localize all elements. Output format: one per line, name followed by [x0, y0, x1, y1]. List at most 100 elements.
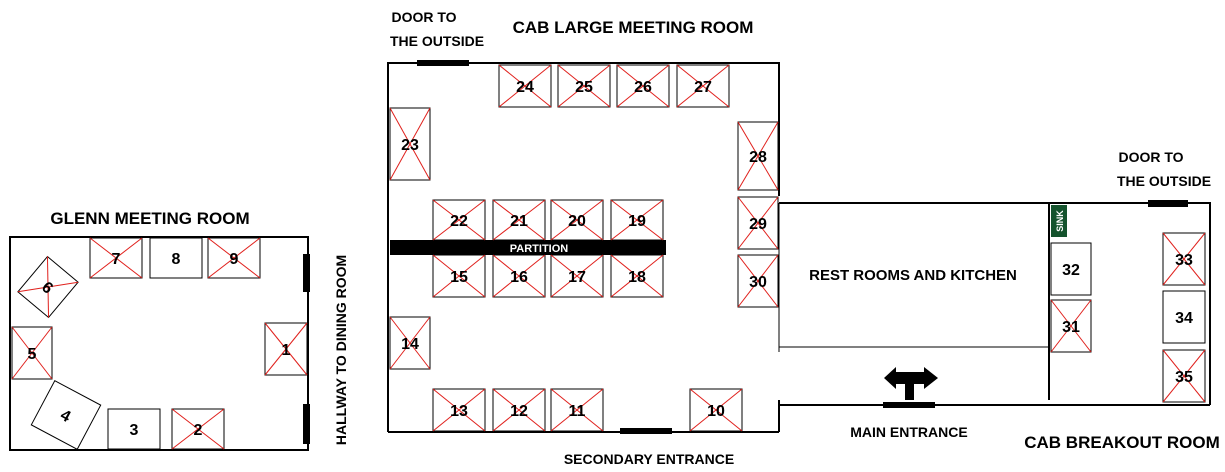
reserved-cross-line — [550, 388, 604, 432]
reserved-cross-line — [1162, 232, 1206, 286]
reserved-cross-line — [737, 196, 779, 250]
station-box — [1050, 242, 1092, 296]
station-box — [107, 408, 161, 450]
main-entrance-label: MAIN ENTRANCE — [850, 424, 967, 440]
station-31[interactable]: 31 — [1050, 299, 1092, 353]
station-11[interactable]: 11 — [550, 388, 604, 432]
station-number: 3 — [130, 422, 139, 439]
hallway-label: HALLWAY TO DINING ROOM — [333, 255, 349, 445]
station-4[interactable]: 4 — [30, 380, 102, 450]
reserved-cross-line — [498, 64, 552, 108]
station-29[interactable]: 29 — [737, 196, 779, 250]
glenn-meeting-room: GLENN MEETING ROOM HALLWAY TO DINING ROO… — [9, 209, 349, 451]
breakout-walls — [1049, 202, 1211, 405]
station-14[interactable]: 14 — [389, 316, 431, 370]
station-15[interactable]: 15 — [432, 254, 486, 298]
station-number: 8 — [172, 251, 181, 268]
station-3[interactable]: 3 — [107, 408, 161, 450]
station-10[interactable]: 10 — [689, 388, 743, 432]
station-33[interactable]: 33 — [1162, 232, 1206, 286]
station-number: 20 — [568, 213, 586, 230]
station-1[interactable]: 1 — [264, 322, 308, 376]
secondary-entrance-label: SECONDARY ENTRANCE — [564, 451, 734, 467]
station-7[interactable]: 7 — [89, 237, 143, 279]
station-number: 1 — [282, 342, 291, 359]
station-number: 9 — [230, 251, 239, 268]
station-30[interactable]: 30 — [737, 254, 779, 308]
station-number: 24 — [516, 79, 534, 96]
station-17[interactable]: 17 — [550, 254, 604, 298]
station-number: 7 — [112, 251, 121, 268]
station-number: 31 — [1062, 319, 1080, 336]
station-number: 33 — [1175, 252, 1193, 269]
station-number: 10 — [707, 403, 725, 420]
station-number: 21 — [510, 213, 528, 230]
door-outside-2-line2: THE OUTSIDE — [1117, 173, 1211, 189]
station-16[interactable]: 16 — [492, 254, 546, 298]
door-outside-1-line1: DOOR TO — [391, 9, 456, 25]
split-arrow-icon — [884, 367, 938, 400]
reserved-cross-line — [557, 64, 611, 108]
outside-door-2[interactable] — [1148, 200, 1188, 207]
reserved-cross-line — [11, 326, 53, 380]
cab-large-meeting-room: CAB LARGE MEETING ROOM DOOR TO THE OUTSI… — [387, 9, 780, 467]
cab-large-walls-top — [387, 62, 780, 432]
station-8[interactable]: 8 — [149, 237, 203, 279]
door-outside-1-line2: THE OUTSIDE — [390, 33, 484, 49]
reserved-cross-line — [610, 199, 664, 241]
kitchen-walls — [779, 202, 1050, 400]
reserved-cross-line — [207, 237, 261, 279]
station-number: 23 — [401, 137, 419, 154]
reserved-cross-line — [432, 254, 486, 298]
reserved-cross-line — [737, 254, 779, 308]
station-28[interactable]: 28 — [737, 121, 779, 191]
station-22[interactable]: 22 — [432, 199, 486, 241]
station-5[interactable]: 5 — [11, 326, 53, 380]
partition-label: PARTITION — [510, 243, 569, 255]
station-32[interactable]: 32 — [1050, 242, 1092, 296]
station-23[interactable]: 23 — [389, 107, 431, 181]
station-24[interactable]: 24 — [498, 64, 552, 108]
station-number: 26 — [634, 79, 652, 96]
main-entrance-door[interactable] — [883, 402, 935, 408]
reserved-cross-line — [616, 64, 670, 108]
station-35[interactable]: 35 — [1162, 349, 1206, 403]
station-13[interactable]: 13 — [432, 388, 486, 432]
reserved-cross-line — [89, 237, 143, 279]
reserved-cross-line — [389, 107, 431, 181]
station-6[interactable]: 6 — [17, 255, 79, 319]
cab-large-room-title: CAB LARGE MEETING ROOM — [513, 18, 754, 37]
station-number: 17 — [568, 269, 586, 286]
station-12[interactable]: 12 — [492, 388, 546, 432]
sink-label: SINK — [1055, 210, 1065, 232]
main-entrance-area: MAIN ENTRANCE — [779, 367, 1210, 440]
station-9[interactable]: 9 — [207, 237, 261, 279]
reserved-cross-line — [17, 281, 79, 293]
station-20[interactable]: 20 — [550, 199, 604, 241]
secondary-entrance-door[interactable] — [620, 428, 672, 434]
reserved-cross-line — [492, 199, 546, 241]
reserved-cross-line — [171, 408, 225, 450]
reserved-cross-line — [432, 199, 486, 241]
reserved-cross-line — [550, 199, 604, 241]
station-number: 5 — [28, 346, 37, 363]
reserved-cross-line — [737, 121, 779, 191]
station-26[interactable]: 26 — [616, 64, 670, 108]
station-19[interactable]: 19 — [610, 199, 664, 241]
station-18[interactable]: 18 — [610, 254, 664, 298]
outside-door-1[interactable] — [417, 60, 469, 66]
station-21[interactable]: 21 — [492, 199, 546, 241]
station-box — [1162, 290, 1206, 344]
reserved-cross-line — [264, 322, 308, 376]
station-number: 29 — [749, 216, 767, 233]
station-34[interactable]: 34 — [1162, 290, 1206, 344]
station-25[interactable]: 25 — [557, 64, 611, 108]
station-number: 2 — [194, 422, 203, 439]
station-number: 13 — [450, 403, 468, 420]
station-number: 35 — [1175, 369, 1193, 386]
station-2[interactable]: 2 — [171, 408, 225, 450]
door-outside-2-line1: DOOR TO — [1118, 149, 1183, 165]
station-number: 18 — [628, 269, 646, 286]
reserved-cross-line — [689, 388, 743, 432]
station-27[interactable]: 27 — [676, 64, 730, 108]
